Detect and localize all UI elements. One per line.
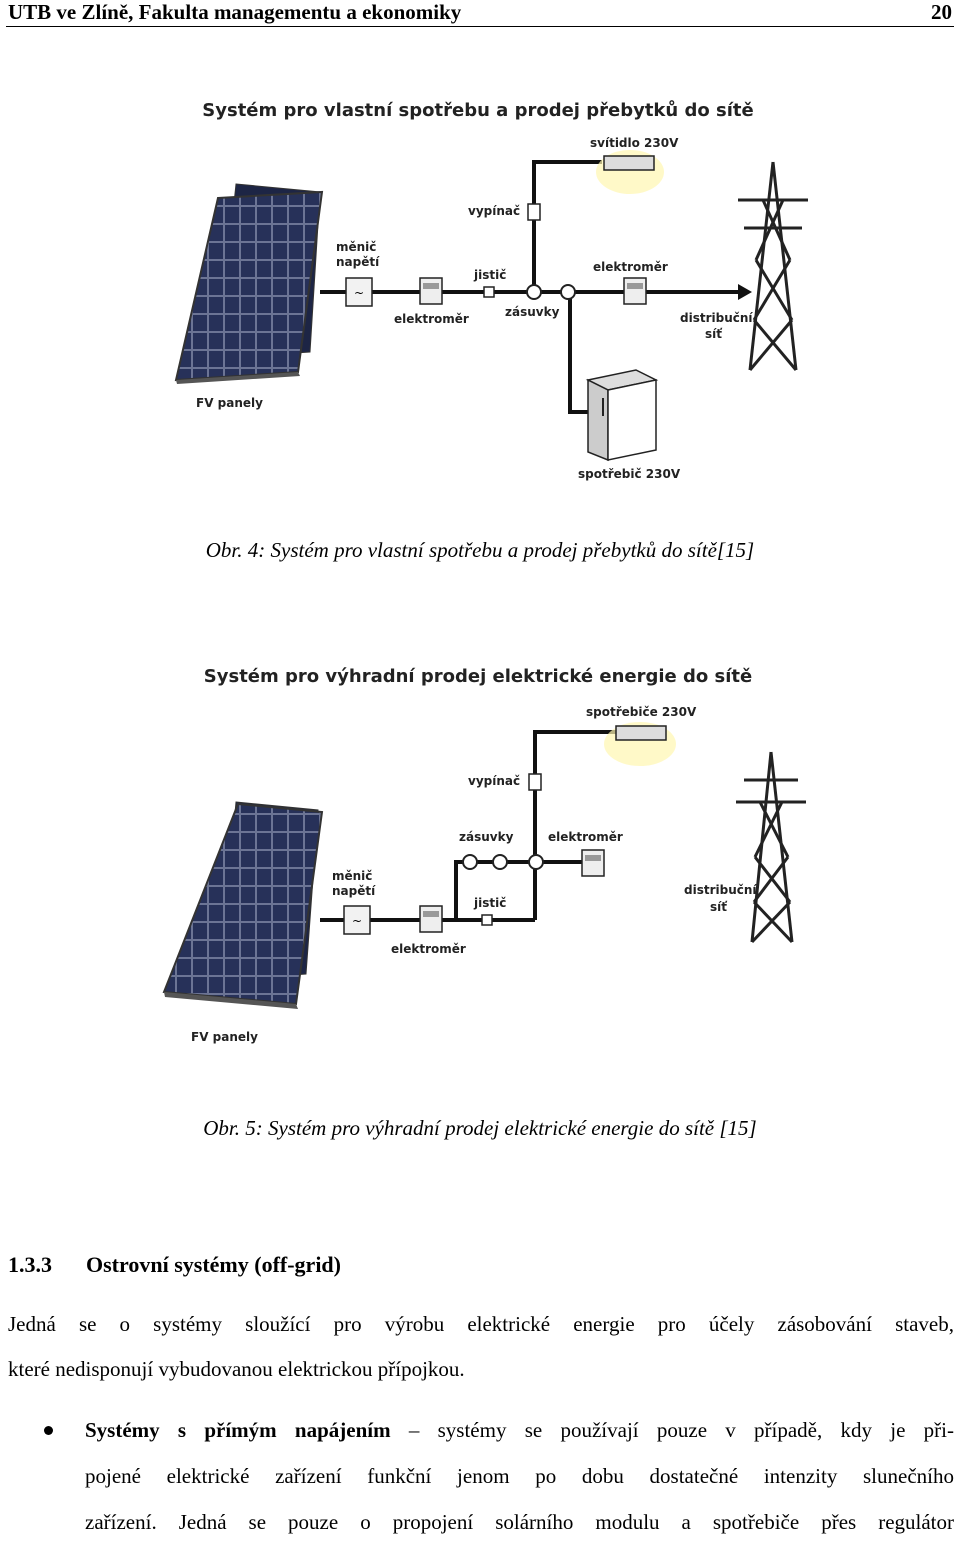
svg-text:~: ~ [352, 914, 362, 928]
pylon-icon [738, 161, 808, 371]
figure-1-title: Systém pro vlastní spotřebu a prodej pře… [202, 99, 753, 121]
paragraph: Jedná se o systémy sloužící pro výrobu e… [8, 1302, 954, 1392]
inverter-icon: ~ [343, 905, 371, 935]
paragraph-line: které nedisponují vybudovanou elektricko… [8, 1357, 465, 1381]
meter-left-icon [419, 905, 443, 933]
meter-right-icon [581, 849, 605, 877]
socket-icon [560, 284, 576, 300]
figure-2: Systém pro výhradní prodej elektrické en… [0, 652, 960, 1092]
pylon-icon [736, 751, 806, 944]
label-breaker: jistič [473, 268, 506, 282]
label-switch: vypínač [468, 774, 520, 788]
header-title: UTB ve Zlíně, Fakulta managementu a ekon… [8, 0, 462, 24]
label-grid-2: síť [710, 900, 728, 914]
section-heading: 1.3.3 Ostrovní systémy (off-grid) [8, 1252, 341, 1278]
figure-1-diagram: Systém pro vlastní spotřebu a prodej pře… [174, 99, 808, 481]
bullet-icon [44, 1426, 53, 1435]
paragraph-line: Jedná se o systémy sloužící pro výrobu e… [8, 1312, 954, 1336]
socket-icon [528, 854, 544, 870]
label-grid-1: distribuční [684, 883, 757, 897]
page-number: 20 [931, 0, 952, 24]
inverter-icon: ~ [345, 277, 373, 307]
lamp-icon [604, 722, 676, 766]
label-meter-left: elektroměr [391, 942, 466, 956]
grid-arrow-icon [738, 284, 752, 300]
fv-panel [162, 801, 324, 1009]
switch-icon [527, 203, 541, 221]
bullet-line: zařízení. Jedná se pouze o propojení sol… [85, 1510, 954, 1534]
label-lamp: svítidlo 230V [590, 136, 679, 150]
svg-text:~: ~ [354, 286, 364, 300]
label-grid-2: síť [705, 327, 723, 341]
meter-left-icon [419, 277, 443, 305]
label-sockets: zásuvky [459, 830, 514, 844]
section-title: Ostrovní systémy (off-grid) [86, 1252, 341, 1277]
section-number: 1.3.3 [8, 1252, 52, 1277]
bullet-line: pojené elektrické zařízení funkční jenom… [85, 1464, 954, 1488]
page-header: UTB ve Zlíně, Fakulta managementu a ekon… [6, 0, 954, 27]
switch-icon [528, 773, 542, 791]
label-meter-right: elektroměr [548, 830, 623, 844]
figure-1: Systém pro vlastní spotřebu a prodej pře… [0, 80, 960, 510]
label-panels: FV panely [196, 396, 263, 410]
bullet-line: Systémy s přímým napájením – systémy se … [85, 1407, 954, 1453]
figure-2-caption: Obr. 5: Systém pro výhradní prodej elekt… [203, 1116, 757, 1140]
bullet-item: Systémy s přímým napájením – systémy se … [85, 1407, 954, 1545]
fridge-icon [585, 369, 659, 462]
label-appliance: spotřebič 230V [578, 467, 681, 481]
label-appliances: spotřebiče 230V [586, 705, 697, 719]
label-switch: vypínač [468, 204, 520, 218]
socket-icon [526, 284, 542, 300]
label-grid-1: distribuční [680, 311, 753, 325]
label-inverter-1: měnič [336, 240, 376, 254]
label-panels: FV panely [191, 1030, 258, 1044]
breaker-icon [483, 286, 495, 298]
label-meter-right: elektroměr [593, 260, 668, 274]
lamp-icon [596, 150, 664, 194]
bullet-term: Systémy s přímým napájením [85, 1418, 391, 1442]
label-inverter-2: napětí [336, 255, 380, 269]
label-breaker: jistič [473, 896, 506, 910]
socket-icon [462, 854, 478, 870]
label-sockets: zásuvky [505, 305, 560, 319]
bullet-text: – systémy se používají pouze v případě, … [390, 1418, 954, 1442]
label-meter-left: elektroměr [394, 312, 469, 326]
figure-2-title: Systém pro výhradní prodej elektrické en… [204, 666, 752, 687]
breaker-icon [481, 914, 493, 926]
socket-icon [492, 854, 508, 870]
figure-1-caption: Obr. 4: Systém pro vlastní spotřebu a pr… [205, 538, 755, 562]
label-inverter-2: napětí [332, 884, 376, 898]
fv-panel [174, 183, 324, 384]
label-inverter-1: měnič [332, 869, 372, 883]
meter-right-icon [623, 277, 647, 305]
figure-2-diagram: Systém pro výhradní prodej elektrické en… [162, 666, 806, 1044]
